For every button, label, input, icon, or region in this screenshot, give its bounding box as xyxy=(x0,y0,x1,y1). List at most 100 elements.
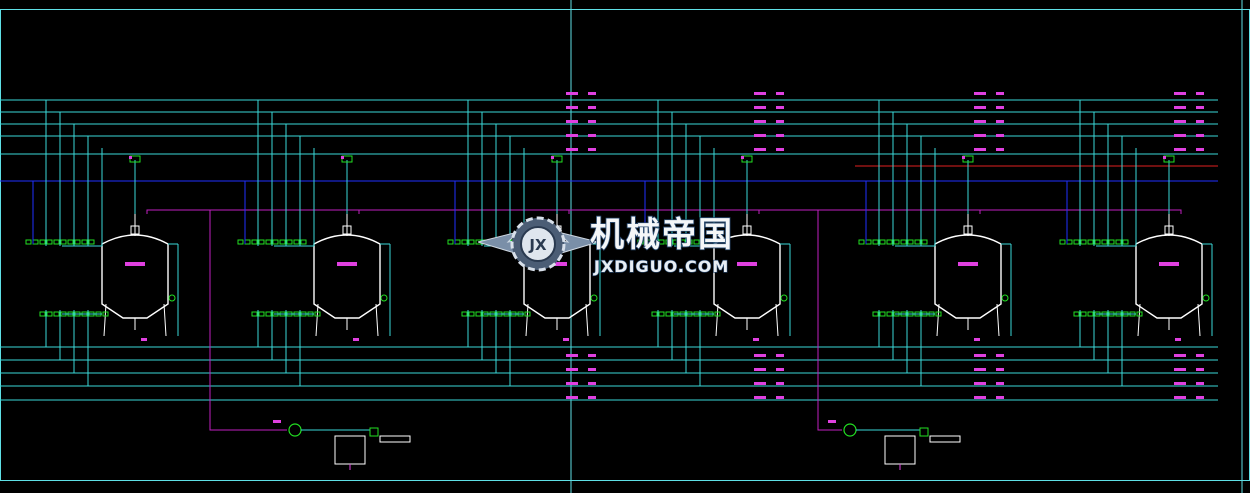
pipe-tag xyxy=(1196,92,1204,95)
valve-icon xyxy=(67,239,74,245)
instrument-icon xyxy=(780,294,788,302)
tank-tag xyxy=(737,262,757,266)
tag-label xyxy=(741,156,744,159)
watermark-title: 机械帝国 xyxy=(590,215,734,255)
agitator-motor xyxy=(130,225,140,235)
valve-icon xyxy=(447,239,454,245)
valve-icon xyxy=(1101,239,1108,245)
tank-leg xyxy=(936,303,940,337)
valve-icon xyxy=(935,311,942,317)
pipe-tag xyxy=(754,396,766,399)
valve-icon xyxy=(53,239,60,245)
valve-icon xyxy=(1122,239,1129,245)
pipe-tag xyxy=(1174,134,1186,137)
pipe-tag xyxy=(566,106,578,109)
valve-icon xyxy=(886,239,893,245)
valve-icon xyxy=(1094,239,1101,245)
instrument-icon xyxy=(1202,294,1210,302)
valve-icon xyxy=(700,239,707,245)
tank-leg xyxy=(585,303,589,337)
pipe-tag xyxy=(996,382,1004,385)
tag-label xyxy=(141,338,147,341)
cip-label-box xyxy=(379,435,411,443)
pipe-tag xyxy=(996,396,1004,399)
pipe-tag xyxy=(1196,368,1204,371)
tank-leg xyxy=(163,303,167,337)
valve-icon xyxy=(60,239,67,245)
pipe-tag xyxy=(566,382,578,385)
valve-icon xyxy=(1059,239,1066,245)
valve-icon xyxy=(872,239,879,245)
valve-icon xyxy=(714,311,721,317)
pipe-tag xyxy=(588,382,596,385)
pipe-tag xyxy=(588,106,596,109)
pipe-tag xyxy=(566,368,578,371)
cip-tank xyxy=(884,435,916,465)
tag-label xyxy=(962,156,965,159)
return-line xyxy=(146,209,360,214)
valve-icon xyxy=(1087,239,1094,245)
pipe-tag xyxy=(996,92,1004,95)
valve-icon xyxy=(102,311,109,317)
pipe-tag xyxy=(566,134,578,137)
valve-icon xyxy=(879,239,886,245)
pipe-tag xyxy=(776,382,784,385)
pipe-tag xyxy=(974,368,986,371)
pipe-tag xyxy=(754,120,766,123)
pipe-tag xyxy=(588,134,596,137)
tag-label xyxy=(1163,156,1166,159)
pipe-tag xyxy=(1196,134,1204,137)
tank-leg xyxy=(1137,303,1141,337)
pipe-tag xyxy=(1196,106,1204,109)
valve-icon xyxy=(1087,311,1094,317)
tank-leg xyxy=(103,303,107,337)
pipe-tag xyxy=(1196,148,1204,151)
tank-leg xyxy=(996,303,1000,337)
pipe-tag xyxy=(776,354,784,357)
tag-label xyxy=(129,156,132,159)
valve-icon xyxy=(651,239,658,245)
pipe-tag xyxy=(974,106,986,109)
pipe-tag xyxy=(588,354,596,357)
valve-icon xyxy=(858,239,865,245)
tag-label xyxy=(753,338,759,341)
valve-icon xyxy=(921,239,928,245)
valve-icon xyxy=(300,239,307,245)
pipe-tag xyxy=(1196,120,1204,123)
valve-icon xyxy=(314,311,321,317)
tank-vessel xyxy=(1135,234,1203,319)
valve-icon xyxy=(39,311,46,317)
valve-icon xyxy=(265,311,272,317)
tank-vessel xyxy=(101,234,169,319)
valve-icon xyxy=(679,239,686,245)
tag-label xyxy=(828,420,836,423)
pipe-tag xyxy=(776,106,784,109)
valve-icon xyxy=(279,239,286,245)
tank-tag xyxy=(125,262,145,266)
pipe-tag xyxy=(754,354,766,357)
tank-tag xyxy=(547,262,567,266)
valve-icon xyxy=(237,239,244,245)
pipe-tag xyxy=(996,148,1004,151)
valve-icon xyxy=(258,311,265,317)
valve-icon xyxy=(258,239,265,245)
pipe-tag xyxy=(566,92,578,95)
logo-letters: JX xyxy=(528,236,547,254)
valve-icon xyxy=(244,239,251,245)
tank-leg xyxy=(525,303,529,337)
valve-icon xyxy=(658,311,665,317)
tag-label xyxy=(551,156,554,159)
instrument-icon xyxy=(590,294,598,302)
pipe-tag xyxy=(1196,354,1204,357)
pipe-tag xyxy=(776,396,784,399)
valve-icon xyxy=(251,239,258,245)
valve-icon xyxy=(919,427,929,437)
valve-icon xyxy=(74,239,81,245)
pipe-tag xyxy=(996,368,1004,371)
valve-icon xyxy=(524,311,531,317)
pipe-tag xyxy=(754,134,766,137)
pipe-tag xyxy=(974,120,986,123)
pipe-tag xyxy=(974,92,986,95)
tank-tag xyxy=(958,262,978,266)
watermark-subtitle: JXDIGUO.COM xyxy=(593,257,729,276)
